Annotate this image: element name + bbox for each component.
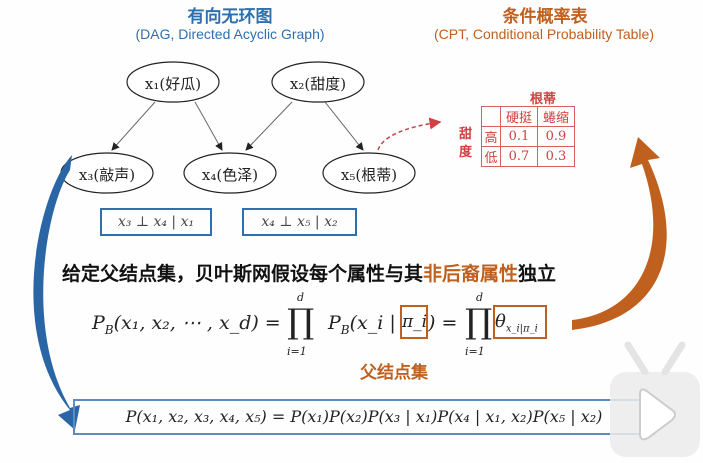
cpt-cell: 0.9 — [537, 126, 575, 147]
dag-title: 有向无环图 — [187, 7, 273, 26]
node-x1 — [126, 61, 220, 103]
cpt-title: 条件概率表 — [502, 7, 588, 26]
node-x1-label: x₁(好瓜) — [144, 75, 202, 93]
edge-x2-x5 — [324, 101, 364, 151]
node-x3-label: x₃(敲声) — [78, 166, 136, 184]
cpt-row-var: 甜度 — [459, 127, 473, 160]
cpt-col-header: 硬挺 — [500, 106, 538, 127]
cpt-col-header: 蜷缩 — [537, 106, 575, 127]
tv-antenna-icon — [624, 341, 686, 375]
dag-nodes — [60, 61, 416, 194]
formula-close: ) = — [428, 312, 458, 334]
play-icon — [615, 340, 676, 441]
video-play-overlay[interactable] — [610, 340, 700, 457]
theta-box: θx_i|π_i — [493, 305, 547, 339]
cpt-col-var: 根蒂 — [530, 92, 557, 107]
prod-lower: i=1 — [287, 345, 307, 358]
dag-subtitle: (DAG, Directed Acyclic Graph) — [135, 26, 325, 42]
cpt-subtitle: (CPT, Conditional Probability Table) — [434, 26, 654, 42]
parent-set-box: π_i — [400, 305, 428, 339]
prod-upper: d — [297, 291, 305, 304]
node-x5 — [322, 152, 416, 194]
prod-upper-2: d — [476, 291, 484, 304]
cpt-cell: 0.3 — [537, 146, 575, 167]
cpt-cell: 0.1 — [500, 126, 538, 147]
cpt-row-header: 低 — [481, 146, 501, 167]
prod-lower-2: i=1 — [465, 345, 485, 358]
product-symbol-2: ∏ — [465, 302, 493, 342]
cpt-cell: 0.7 — [500, 146, 538, 167]
highlight-text: 非后裔属性 — [423, 264, 519, 285]
parent-set-label: 父结点集 — [360, 363, 428, 382]
cpt-row-header: 高 — [481, 126, 501, 147]
node-x2-label: x₂(甜度) — [289, 75, 347, 93]
edge-x2-x4 — [245, 101, 293, 151]
joint-distribution-formula: P(x₁, x₂, x₃, x₄, x₅) = P(x₁)P(x₂)P(x₃ |… — [73, 399, 655, 435]
dag-edges — [111, 101, 364, 151]
assumption-sentence: 给定父结点集，贝叶斯网假设每个属性与其非后裔属性独立 — [62, 264, 557, 285]
node-x4 — [183, 152, 277, 194]
independence-2: x₄ ⊥ x₅ | x₂ — [242, 208, 357, 236]
dashed-arrow-to-cpt — [377, 117, 442, 151]
formula-lhs: PB(x₁, x₂, ⋯ , x_d) = — [92, 312, 281, 337]
node-x4-label: x₄(色泽) — [201, 166, 259, 184]
node-x5-label: x₅(根蒂) — [340, 166, 398, 184]
orange-curved-arrow — [572, 137, 667, 330]
edge-x1-x3 — [111, 101, 156, 151]
blue-curved-arrow — [33, 155, 80, 430]
independence-1: x₃ ⊥ x₄ | x₁ — [100, 208, 212, 236]
formula-mid: PB(x_i | — [328, 312, 396, 337]
node-x2 — [271, 61, 365, 103]
edge-x1-x4 — [194, 101, 223, 151]
product-symbol: ∏ — [287, 302, 315, 342]
